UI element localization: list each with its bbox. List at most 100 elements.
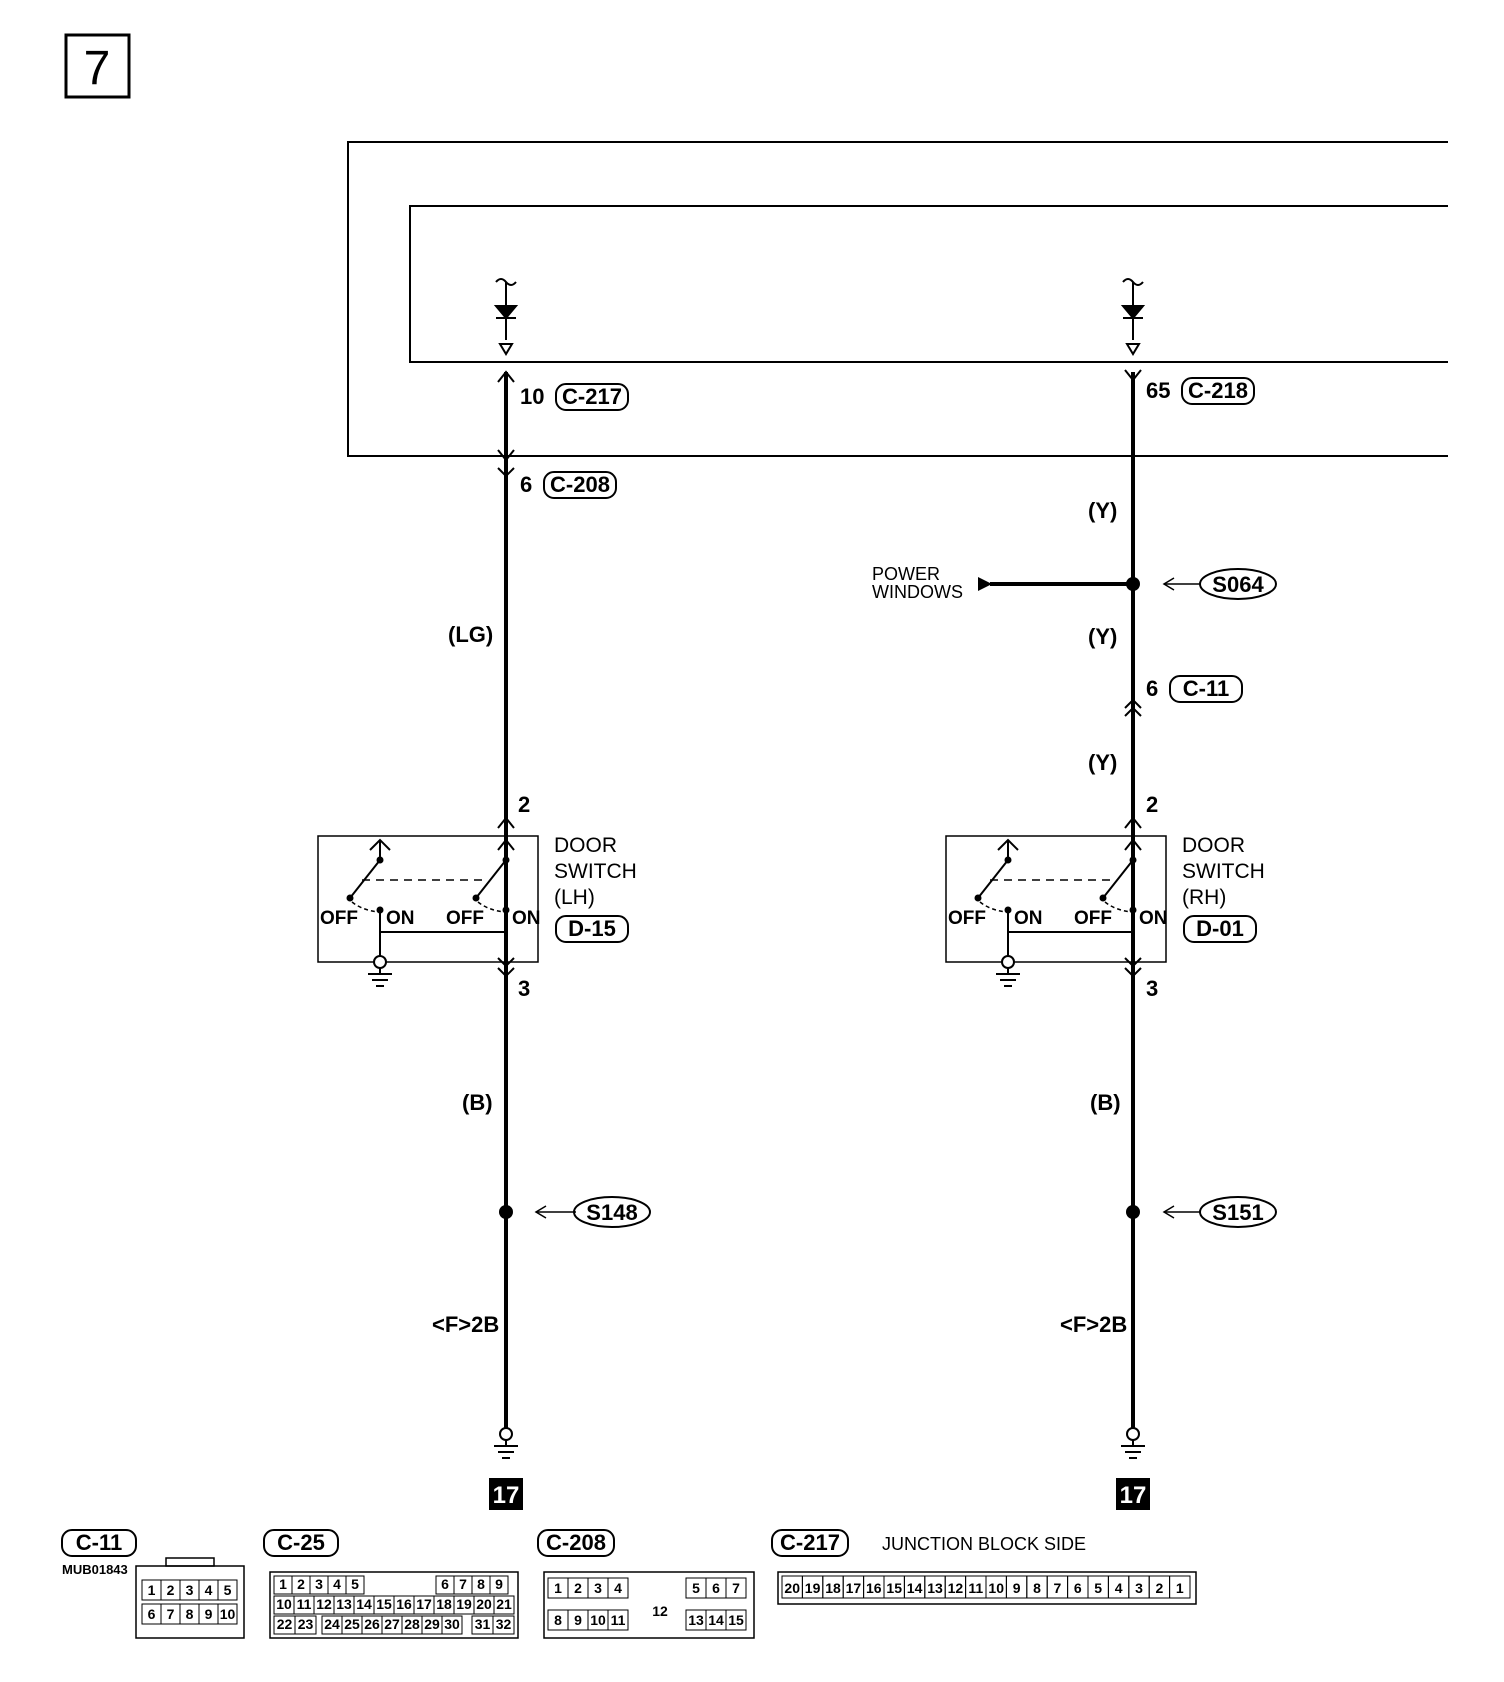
pin-cell [489,1575,509,1595]
door-switch-rh: OFF ON OFF ON DOOR SWITCH (RH) D-01 [945,834,1265,987]
lh-on-a: ON [386,908,415,929]
pin-number: 8 [477,1576,485,1592]
door-switch-lh: OFF ON OFF ON DOOR SWITCH (LH) D-15 [317,834,637,987]
pin-cell [725,1577,747,1599]
right-wire-color-3: (Y) [1088,750,1117,775]
pin-number: 1 [279,1576,287,1592]
pin-number: 25 [344,1616,360,1632]
svg-text:17: 17 [493,1482,520,1509]
pin-number: 20 [784,1580,800,1596]
pin-number: 18 [825,1580,841,1596]
right-wire-color-2: (Y) [1088,624,1117,649]
svg-text:C-217: C-217 [780,1530,840,1555]
left-splice-marker: S148 [534,1196,651,1228]
lh-off-b: OFF [446,908,484,929]
pin-number: 8 [1033,1580,1041,1596]
pin-number: 14 [907,1580,923,1596]
pin-number: 3 [1135,1580,1143,1596]
pin-number: 13 [927,1580,943,1596]
page-number-box: 7 [64,33,131,99]
pin-number: 7 [167,1606,175,1622]
pin-number: 5 [351,1576,359,1592]
pin-number: 17 [416,1596,432,1612]
pin-number: 5 [1094,1580,1102,1596]
right-circuit: 65 C-218 (Y) POWER WINDOWS S064 (Y) 6 C-… [872,369,1277,1510]
svg-text:D-01: D-01 [1196,916,1244,941]
pin-number: 16 [866,1580,882,1596]
svg-text:D-15: D-15 [568,916,616,941]
pin-cell [345,1575,365,1595]
pin-number: 19 [456,1596,472,1612]
right-ground-ref: <F>2B [1060,1312,1127,1337]
svg-text:C-208: C-208 [550,472,610,497]
pin-number: 6 [712,1580,720,1596]
svg-text:C-218: C-218 [1188,378,1248,403]
left-switch-pin-in: 2 [518,792,530,817]
pin-number: 9 [205,1606,213,1622]
pin-number: 18 [436,1596,452,1612]
rh-on-a: ON [1014,908,1043,929]
lh-switch-name-2: SWITCH [554,860,637,883]
right-wire-color-1: (Y) [1088,498,1117,523]
internal-diode-left [493,278,519,356]
rh-switch-name-1: DOOR [1182,834,1245,857]
left-wire-color-1: (LG) [448,622,493,647]
pin-number: 4 [1115,1580,1123,1596]
svg-text:WINDOWS: WINDOWS [872,582,963,602]
left-conn-mid: C-208 [543,471,617,499]
left-ground-symbol [494,1427,518,1459]
pin-number: 3 [186,1582,194,1598]
pin-number: 8 [554,1612,562,1628]
module-outline [347,141,1448,457]
pin-number: 5 [224,1582,232,1598]
pin-number: 15 [376,1596,392,1612]
pin-number: 11 [297,1596,312,1612]
c217-caption: JUNCTION BLOCK SIDE [882,1534,1086,1554]
c11-code: MUB01843 [62,1562,128,1577]
pin-number: 4 [205,1582,213,1598]
pin-number: 31 [475,1616,491,1632]
pin-number: 2 [297,1576,305,1592]
pin-number: 20 [476,1596,492,1612]
svg-text:POWER: POWER [872,564,940,584]
pin-number: 13 [688,1612,704,1628]
right-splice-top: S064 [1212,572,1264,597]
pin-number: 7 [732,1580,740,1596]
lh-switch-conn: D-15 [555,915,629,943]
right-splice-marker: S151 [1162,1196,1277,1228]
pin-number: 2 [167,1582,175,1598]
power-windows-branch: POWER WINDOWS [872,564,1133,602]
right-pin-top: 65 [1146,378,1170,403]
lh-switch-side: (LH) [554,886,595,909]
pin-number: 10 [988,1580,1004,1596]
pin-number: 3 [594,1580,602,1596]
pin-number: 14 [708,1612,724,1628]
pin-number: 12 [948,1580,964,1596]
right-top-splice-marker: S064 [1162,568,1277,600]
pin-number: 4 [614,1580,622,1596]
pin-number: 10 [590,1612,606,1628]
left-splice: S148 [586,1200,637,1225]
svg-text:C-11: C-11 [1183,676,1229,701]
pin-number: 7 [459,1576,467,1592]
left-pin-mid: 6 [520,472,532,497]
pin-number: 26 [364,1616,380,1632]
pin-number: 15 [728,1612,744,1628]
pin-number: 23 [298,1616,314,1632]
pin-number: 22 [277,1616,293,1632]
pin-number: 16 [396,1596,412,1612]
pin-number: 2 [574,1580,582,1596]
pin-number: 5 [692,1580,700,1596]
pin-number: 27 [384,1616,400,1632]
right-wire-color-4: (B) [1090,1090,1121,1115]
pin-cell [492,1615,515,1635]
pin-number: 21 [496,1596,512,1612]
svg-text:C-217: C-217 [562,384,622,409]
right-switch-pin-out: 3 [1146,976,1158,1001]
pin-number: 11 [611,1612,626,1628]
right-pin-mid: 6 [1146,676,1158,701]
left-ground-ref: <F>2B [432,1312,499,1337]
pin-number: 10 [220,1606,236,1622]
pin-number: 10 [276,1596,292,1612]
